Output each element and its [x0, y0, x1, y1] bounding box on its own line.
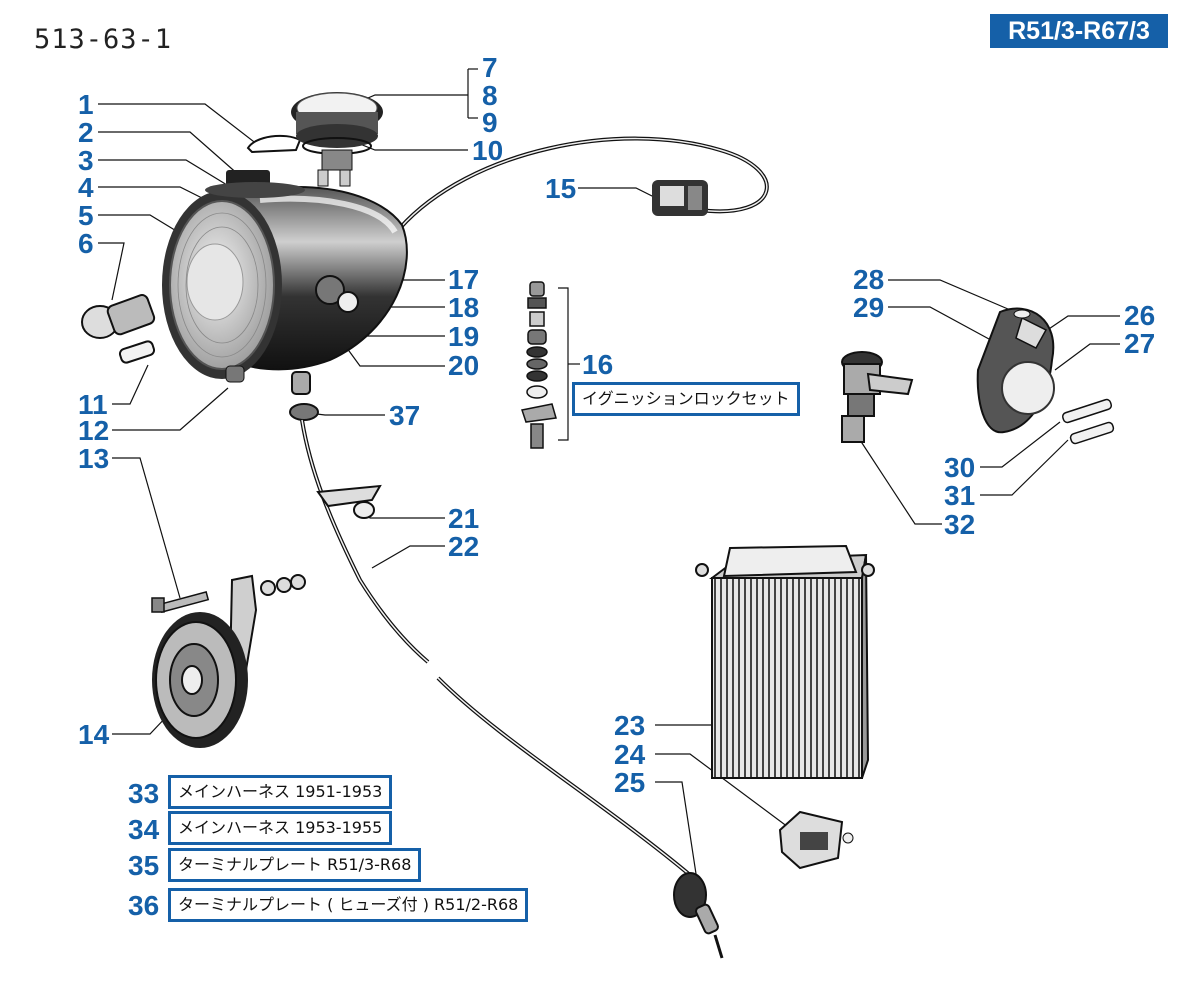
callout-37: 37 [389, 400, 421, 431]
callout-15: 15 [545, 173, 577, 204]
callout-12: 12 [78, 415, 110, 446]
callout-7: 7 [482, 52, 498, 83]
callout-23: 23 [614, 710, 646, 741]
label-main-harness-1953: メインハーネス 1953-1955 [168, 811, 393, 845]
callout-1: 1 [78, 89, 94, 120]
callout-14: 14 [78, 719, 110, 750]
callout-36: 36 [128, 890, 160, 921]
callout-22: 22 [448, 531, 480, 562]
callout-29: 29 [853, 292, 885, 323]
callout-33: 33 [128, 778, 160, 809]
callout-26: 26 [1124, 300, 1156, 331]
callout-32: 32 [944, 509, 976, 540]
callout-21: 21 [448, 503, 480, 534]
callout-25: 25 [614, 767, 646, 798]
callout-6: 6 [78, 228, 94, 259]
callout-11: 11 [78, 389, 108, 420]
callout-30: 30 [944, 452, 976, 483]
callout-9: 9 [482, 107, 498, 138]
label-main-harness-1951: メインハーネス 1951-1953 [168, 775, 393, 809]
label-terminal-plate: ターミナルプレート R51/3-R68 [168, 848, 422, 882]
callout-13: 13 [78, 443, 110, 474]
callout-19: 19 [448, 321, 480, 352]
callout-5: 5 [78, 200, 94, 231]
callout-17: 17 [448, 264, 480, 295]
callout-8: 8 [482, 80, 498, 111]
callout-10: 10 [472, 135, 504, 166]
label-ignition-lock-set: イグニッションロックセット [572, 382, 800, 416]
model-badge: R51/3-R67/3 [990, 14, 1168, 48]
label-terminal-plate-fuse: ターミナルプレート ( ヒューズ付 ) R51/2-R68 [168, 888, 529, 922]
callout-28: 28 [853, 264, 885, 295]
callout-35: 35 [128, 850, 160, 881]
callout-16: 16 [582, 349, 614, 380]
callout-34: 34 [128, 814, 160, 845]
callout-4: 4 [78, 172, 94, 203]
callout-20: 20 [448, 350, 480, 381]
callout-31: 31 [944, 480, 976, 511]
callout-18: 18 [448, 292, 480, 323]
callout-27: 27 [1124, 328, 1156, 359]
callout-24: 24 [614, 739, 646, 770]
callout-3: 3 [78, 145, 94, 176]
catalog-page-code: 513-63-1 [34, 24, 173, 55]
callout-2: 2 [78, 117, 94, 148]
